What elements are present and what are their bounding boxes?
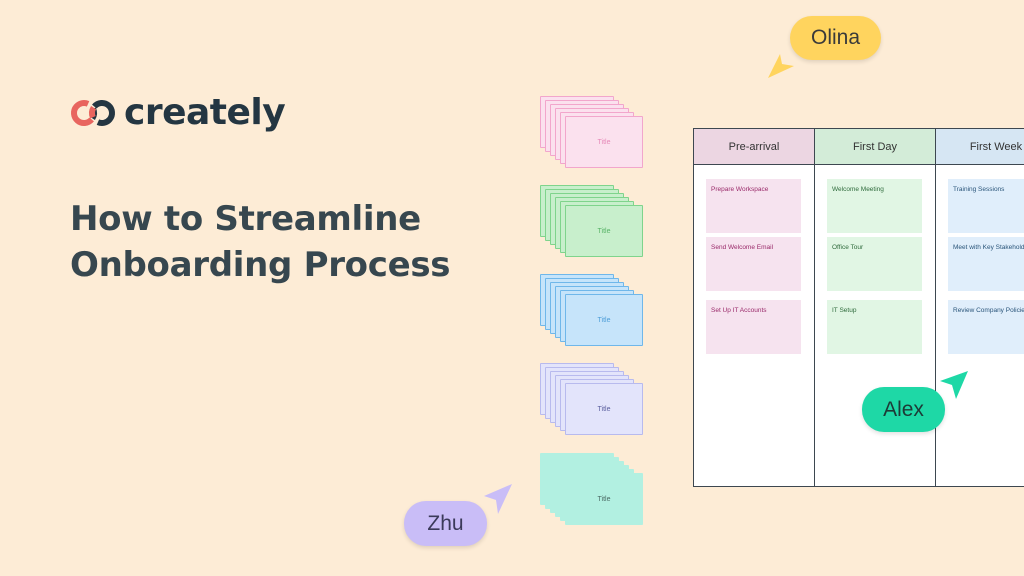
collaborator-badge-zhu: Zhu: [404, 501, 487, 546]
sticky-note[interactable]: Set Up IT Accounts: [706, 300, 801, 354]
template-card-stack[interactable]: Title: [540, 363, 645, 448]
sticky-note[interactable]: Welcome Meeting: [827, 179, 922, 233]
card-title: Title: [597, 405, 611, 413]
creately-logo: creately: [70, 92, 286, 133]
card-title: Title: [597, 227, 611, 235]
sticky-note[interactable]: Meet with Key Stakeholders: [948, 237, 1024, 291]
collaborator-badge-olina: Olina: [790, 16, 881, 60]
brand-name: creately: [124, 92, 286, 133]
title-line-2: Onboarding Process: [70, 245, 451, 285]
title-line-1: How to Streamline: [70, 199, 421, 239]
template-card: Title: [565, 116, 643, 168]
card-title: Title: [597, 138, 611, 146]
sticky-note[interactable]: Training Sessions: [948, 179, 1024, 233]
sticky-note[interactable]: IT Setup: [827, 300, 922, 354]
column-header: First Week: [936, 129, 1024, 165]
collaborator-badge-alex: Alex: [862, 387, 945, 432]
template-card: Title: [565, 473, 643, 525]
collaborator-name: Olina: [810, 26, 861, 49]
template-card: Title: [565, 383, 643, 435]
template-card-stack[interactable]: Title: [540, 453, 645, 538]
template-card-stack[interactable]: Title: [540, 96, 645, 181]
card-title: Title: [597, 495, 611, 503]
column-header: First Day: [815, 129, 935, 165]
page-title: How to Streamline Onboarding Process: [70, 196, 490, 288]
collaborator-name: Alex: [883, 397, 924, 421]
card-title: Title: [597, 316, 611, 324]
sticky-note[interactable]: Prepare Workspace: [706, 179, 801, 233]
template-card: Title: [565, 205, 643, 257]
arrow-cursor-icon: [768, 54, 794, 78]
template-card-stack[interactable]: Title: [540, 185, 645, 270]
arrow-cursor-icon: [484, 484, 512, 514]
sticky-note[interactable]: Review Company Policies: [948, 300, 1024, 354]
template-card: Title: [565, 294, 643, 346]
template-card-stack[interactable]: Title: [540, 274, 645, 359]
collaborator-name: Zhu: [427, 511, 464, 535]
column-header: Pre-arrival: [694, 129, 814, 165]
sticky-note[interactable]: Office Tour: [827, 237, 922, 291]
arrow-cursor-icon: [940, 371, 968, 399]
creately-logo-icon: [71, 99, 115, 126]
sticky-note[interactable]: Send Welcome Email: [706, 237, 801, 291]
